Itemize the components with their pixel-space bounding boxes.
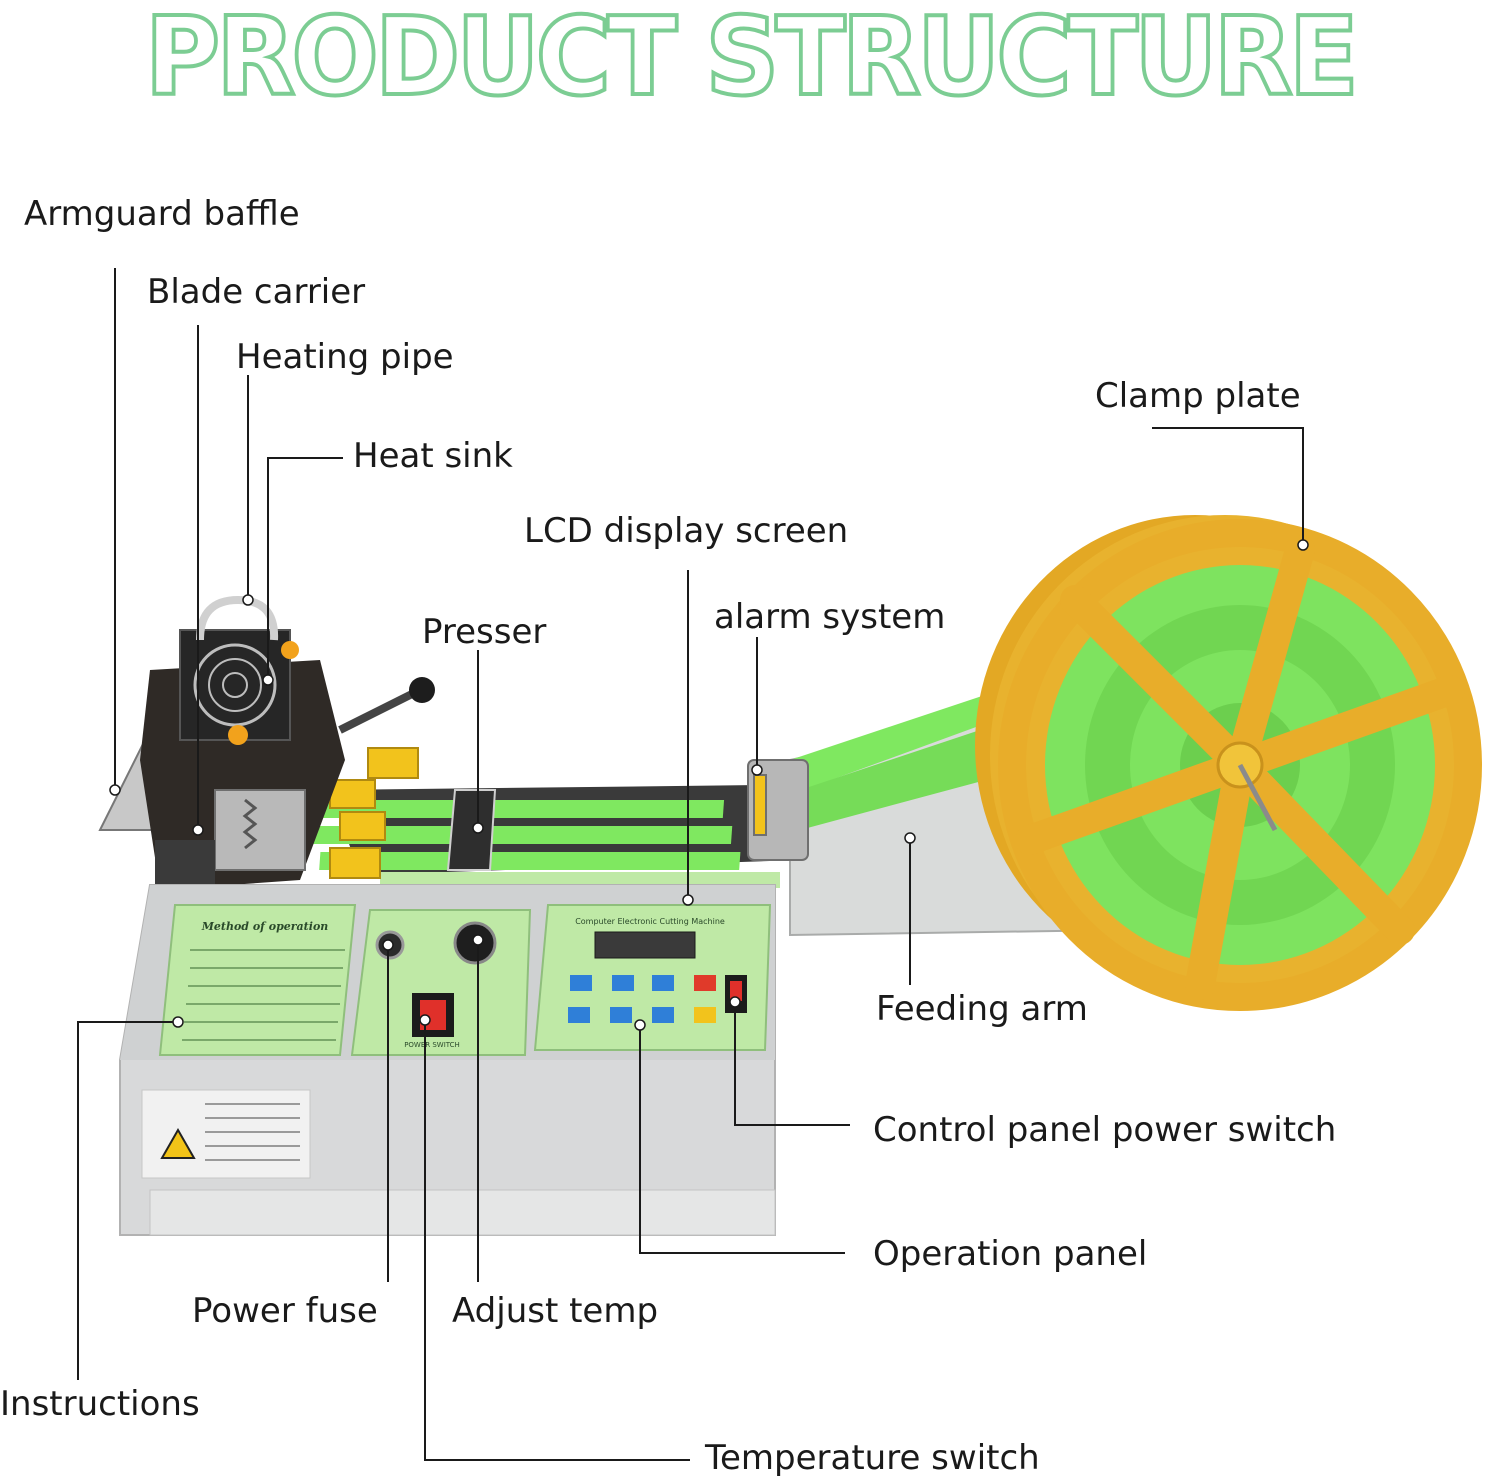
machine-name-text: Computer Electronic Cutting Machine <box>575 917 725 926</box>
anchor-dots <box>109 539 1309 1031</box>
label-operation-panel: Operation panel <box>873 1234 1148 1274</box>
instructions-panel <box>158 904 357 1056</box>
page-title: PRODUCT STRUCTURE <box>143 0 1361 120</box>
presser-plate <box>446 789 497 871</box>
label-control-panel-power-switch: Control panel power switch <box>873 1110 1337 1150</box>
label-alarm-system: alarm system <box>714 597 946 637</box>
label-blade-carrier: Blade carrier <box>147 272 366 312</box>
label-armguard-baffle: Armguard baffle <box>24 194 300 234</box>
label-heating-pipe: Heating pipe <box>236 337 454 377</box>
method-heading-text: Method of operation <box>201 920 329 933</box>
label-lcd-display-screen: LCD display screen <box>524 511 849 551</box>
label-feeding-arm: Feeding arm <box>876 989 1088 1029</box>
reel <box>975 515 1482 1011</box>
lcd-screen <box>594 931 696 959</box>
label-clamp-plate: Clamp plate <box>1095 376 1301 416</box>
front-panel: Method of operation POWER SWITCH Compute… <box>158 904 772 1056</box>
alarm-rollers <box>747 759 809 861</box>
label-instructions: Instructions <box>0 1384 200 1424</box>
label-power-fuse: Power fuse <box>192 1291 378 1331</box>
label-temperature-switch: Temperature switch <box>705 1438 1040 1478</box>
label-presser: Presser <box>422 612 547 652</box>
label-adjust-temp: Adjust temp <box>452 1291 659 1331</box>
power-switch-text: POWER SWITCH <box>404 1041 460 1049</box>
leader-lines <box>77 268 1304 1461</box>
label-heat-sink: Heat sink <box>353 436 513 476</box>
